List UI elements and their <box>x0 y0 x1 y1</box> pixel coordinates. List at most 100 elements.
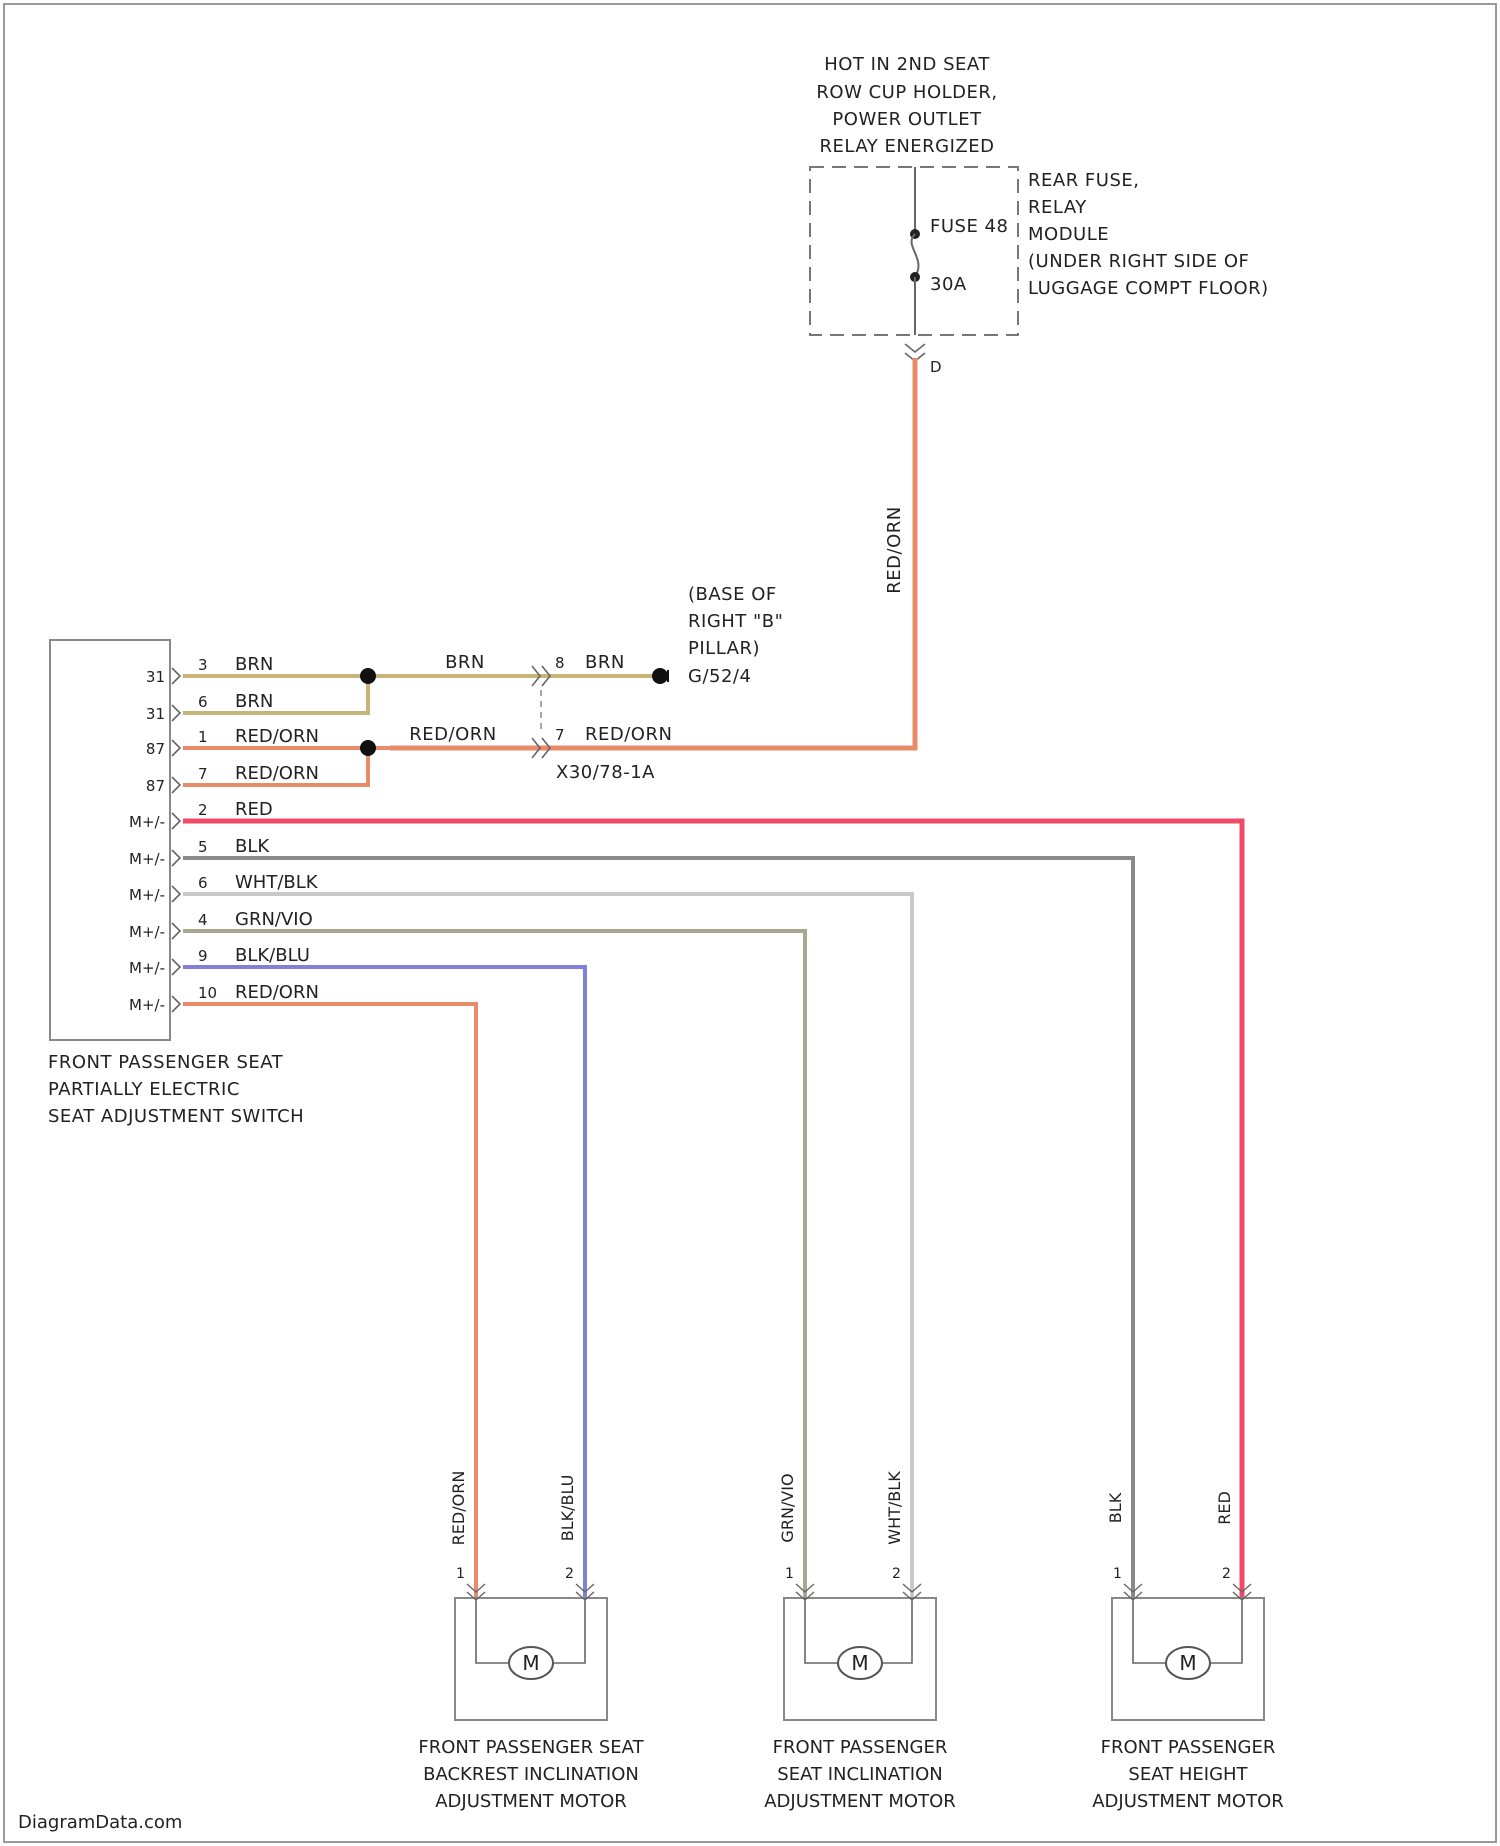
switch-terminal-tag: 87 <box>146 777 165 795</box>
page-frame <box>4 4 1496 1842</box>
seat-switch-box <box>50 640 170 1040</box>
inline-pin-top: 8 <box>555 654 565 672</box>
switch-wire-color-label: RED/ORN <box>235 726 319 747</box>
inline-connector <box>532 666 550 758</box>
switch-pin-number: 10 <box>198 984 217 1002</box>
fuse-name: FUSE 48 <box>930 216 1008 237</box>
motor-name-line: BACKREST INCLINATION <box>423 1764 639 1785</box>
switch-pin-number: 5 <box>198 838 208 856</box>
motor-name-line: FRONT PASSENGER <box>1101 1737 1276 1758</box>
fuse-module-label-line-4: (UNDER RIGHT SIDE OF <box>1028 251 1249 272</box>
switch-wire-color-label: BRN <box>235 691 273 712</box>
switch-terminal-mark <box>172 923 180 939</box>
motor-pin-number: 2 <box>565 1566 574 1582</box>
fuse-header-line-3: POWER OUTLET <box>832 109 982 130</box>
wire-red-height-motor <box>183 821 1242 1598</box>
wire-red-orn-feed <box>390 358 915 748</box>
wire-grn-vio-inclination-motor <box>183 931 805 1598</box>
switch-label: FRONT PASSENGER SEAT PARTIALLY ELECTRIC … <box>48 1052 304 1127</box>
motor-wire-label: RED/ORN <box>449 1471 468 1546</box>
switch-pin-number: 7 <box>198 765 208 783</box>
switch-label-line-3: SEAT ADJUSTMENT SWITCH <box>48 1106 304 1127</box>
motor-pin-number: 1 <box>785 1566 794 1582</box>
fuse-module-label-line-3: MODULE <box>1028 224 1109 245</box>
motor-wire-label: GRN/VIO <box>778 1473 797 1542</box>
fuse-header-text: HOT IN 2ND SEAT ROW CUP HOLDER, POWER OU… <box>816 54 997 157</box>
fuse-module-label-line-2: RELAY <box>1028 197 1087 218</box>
switch-wire-color-label: RED <box>235 799 273 820</box>
ground-label-line-1: (BASE OF <box>688 584 777 605</box>
switch-terminal-tag: M+/- <box>129 923 165 941</box>
fuse-header-line-4: RELAY ENERGIZED <box>820 136 995 157</box>
motor-wire-label: RED <box>1215 1491 1234 1525</box>
switch-terminal-tag: 31 <box>146 668 165 686</box>
switch-pin-number: 4 <box>198 911 208 929</box>
fuse-module-label-line-1: REAR FUSE, <box>1028 170 1139 191</box>
switch-terminal-mark <box>172 740 180 756</box>
switch-terminal-tag: M+/- <box>129 996 165 1014</box>
switch-wire-color-label: BLK <box>235 836 270 857</box>
switch-terminal-tag: M+/- <box>129 813 165 831</box>
fuse-pin-label: D <box>930 358 942 376</box>
switch-pin-number: 6 <box>198 693 208 711</box>
switch-terminal-mark <box>172 996 180 1012</box>
switch-label-line-1: FRONT PASSENGER SEAT <box>48 1052 284 1073</box>
fuse-module-label: REAR FUSE, RELAY MODULE (UNDER RIGHT SID… <box>1028 170 1269 299</box>
switch-pin-number: 9 <box>198 947 208 965</box>
motor-name-line: SEAT HEIGHT <box>1128 1764 1248 1785</box>
motor-name-line: SEAT INCLINATION <box>777 1764 942 1785</box>
switch-wire-color-label: BLK/BLU <box>235 945 310 966</box>
ground-icon <box>652 668 668 684</box>
switch-terminal-mark <box>172 959 180 975</box>
inline-red-right-label: RED/ORN <box>585 724 672 745</box>
switch-terminal-tag: 31 <box>146 705 165 723</box>
motors-group: M 1 RED/ORN 2 BLK/BLU FRONT PASSENGER SEAT BAC… <box>418 1471 1283 1812</box>
ground-label-line-2: RIGHT "B" <box>688 611 783 632</box>
motor-name-line: FRONT PASSENGER SEAT <box>418 1737 644 1758</box>
motor-wire-label: BLK <box>1106 1492 1125 1523</box>
switch-terminal-tag: M+/- <box>129 850 165 868</box>
motor-symbol: M <box>522 1651 539 1675</box>
switch-terminal-mark <box>172 886 180 902</box>
wire-brn-ground-2 <box>183 676 368 713</box>
ground-label: (BASE OF RIGHT "B" PILLAR) G/52/4 <box>688 584 783 687</box>
ground-label-line-4: G/52/4 <box>688 666 751 687</box>
switch-pin-number: 6 <box>198 874 208 892</box>
motor-name-line: ADJUSTMENT MOTOR <box>435 1791 627 1812</box>
fuse-header-line-1: HOT IN 2ND SEAT <box>824 54 990 75</box>
motor-pin-number: 2 <box>1222 1566 1231 1582</box>
switch-terminal-mark <box>172 668 180 684</box>
fuse-rating: 30A <box>930 274 967 295</box>
vertical-feed-label: RED/ORN <box>884 506 905 593</box>
switch-label-line-2: PARTIALLY ELECTRIC <box>48 1079 240 1100</box>
motor-pin-number: 1 <box>1113 1566 1122 1582</box>
motor-wire-label: BLK/BLU <box>558 1475 577 1542</box>
splice-brn <box>360 668 376 684</box>
inline-red-left-label: RED/ORN <box>409 724 496 745</box>
switch-wire-color-label: WHT/BLK <box>235 872 319 893</box>
fuse-symbol <box>910 167 920 335</box>
switch-pin-number: 1 <box>198 728 208 746</box>
switch-terminal-mark <box>172 777 180 793</box>
motor-name-line: FRONT PASSENGER <box>773 1737 948 1758</box>
switch-terminal-tag: M+/- <box>129 886 165 904</box>
fuse-module-label-line-5: LUGGAGE COMPT FLOOR) <box>1028 278 1269 299</box>
connector-label: X30/78-1A <box>556 762 655 783</box>
switch-pin-number: 3 <box>198 656 208 674</box>
switch-terminal-mark <box>172 850 180 866</box>
switch-wire-color-label: RED/ORN <box>235 982 319 1003</box>
inline-pin-bottom: 7 <box>555 726 565 744</box>
switch-terminal-tag: M+/- <box>129 959 165 977</box>
switch-terminal-mark <box>172 705 180 721</box>
motor-symbol: M <box>1179 1651 1196 1675</box>
splice-red-orn <box>360 740 376 756</box>
switch-wire-color-label: RED/ORN <box>235 763 319 784</box>
switch-wire-color-label: BRN <box>235 654 273 675</box>
inline-brn-right-label: BRN <box>585 652 625 673</box>
inline-brn-left-label: BRN <box>445 652 485 673</box>
